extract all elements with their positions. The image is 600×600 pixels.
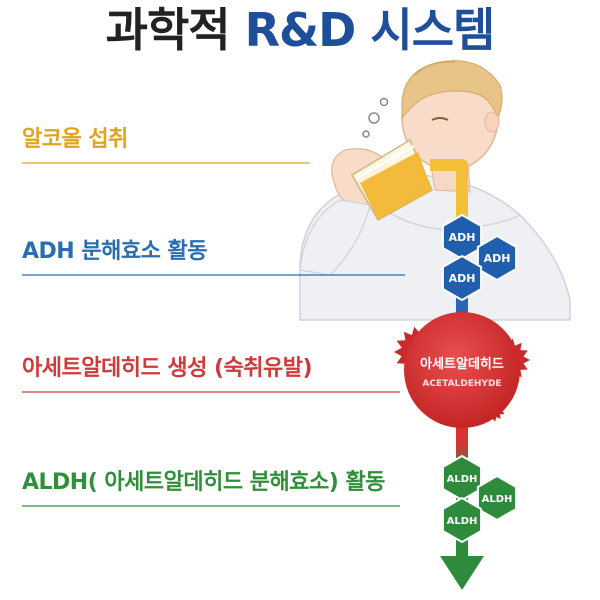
step-label-adh-activity: ADH 분해효소 활동 [22,239,207,264]
adh-hexagon: ADH [441,254,483,302]
adh-hexagon-shape [441,254,483,302]
adh-hexagon: ADH [441,213,483,261]
page-title: 과학적 R&D 시스템 [0,4,600,56]
aldh-hexagon: ALDH [441,454,483,502]
metabolism-flow [430,159,484,590]
aldh-enzymes: ALDH ALDH ALDH [441,454,518,544]
aldh-hexagon: ALDH [476,474,518,522]
step-label-alcohol-intake: 알코올 섭취 [22,127,128,152]
title-part-dark: 과학적 [105,3,245,57]
adh-hexagon-label: ADH [449,231,476,244]
person-illustration [299,60,571,321]
adh-hexagon-shape [476,234,518,282]
aldh-hexagon: ALDH [441,496,483,544]
arrow-down-icon [440,556,484,590]
aldh-hexagon-shape [476,474,518,522]
beer-glass [350,97,433,222]
aldh-hexagon-shape [441,496,483,544]
aldh-hexagon-label: ALDH [482,494,513,505]
step-label-acetaldehyde: 아세트알데히드 생성 (숙취유발) [22,356,313,381]
adh-hexagon-label: ADH [449,272,476,285]
adh-hexagon: ADH [476,234,518,282]
acetaldehyde-molecule: 아세트알데히드 ACETALDEHYDE [394,312,530,428]
title-part-blue: R&D 시스템 [244,3,496,57]
aldh-hexagon-label: ALDH [447,474,478,485]
acetaldehyde-label-ko: 아세트알데히드 [420,356,504,372]
adh-enzymes: ADH ADH ADH [441,213,518,302]
aldh-hexagon-label: ALDH [447,516,478,527]
acetaldehyde-circle [404,312,520,428]
acetaldehyde-label-en: ACETALDEHYDE [422,379,501,389]
adh-hexagon-label: ADH [484,252,511,265]
step-label-aldh-activity: ALDH( 아세트알데히드 분해효소) 활동 [22,470,385,495]
